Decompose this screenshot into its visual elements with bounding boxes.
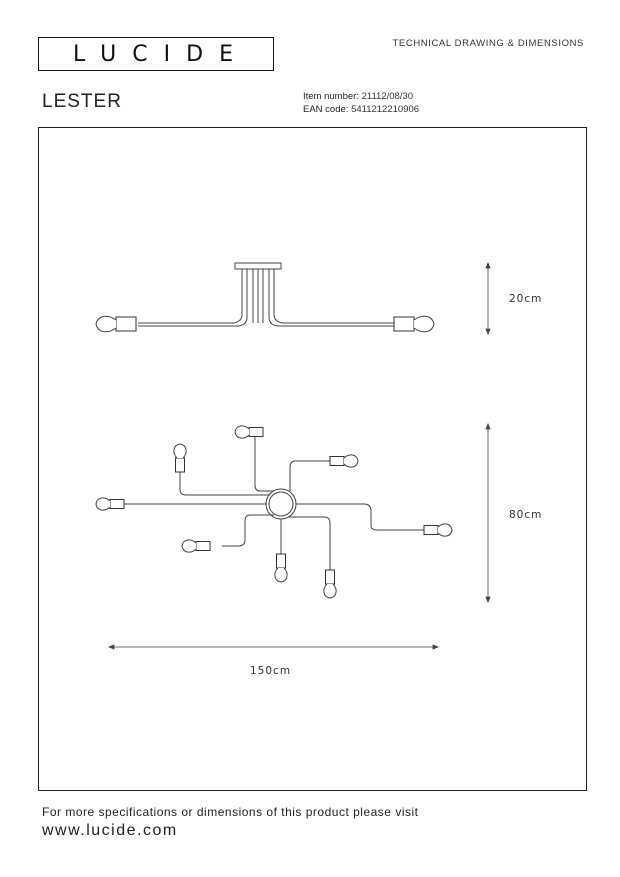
hub-inner: [268, 491, 294, 517]
ean-row: EAN code: 5411212210906: [303, 103, 419, 116]
top-bulb-southwest: [181, 539, 211, 553]
technical-drawing: 20cm 80cm 150cm: [95, 261, 542, 677]
top-bulb-north: [234, 425, 264, 439]
ean-label: EAN code:: [303, 104, 349, 115]
top-view: [95, 425, 453, 599]
top-bulb-west: [95, 497, 125, 511]
product-name: LESTER: [42, 91, 122, 112]
top-bulb-northwest: [173, 443, 187, 473]
side-arm-right-inner: [268, 269, 394, 327]
arm-east: [296, 503, 426, 531]
item-number-value: 21112/08/30: [361, 91, 414, 102]
height-dimension-label: 20cm: [509, 293, 542, 305]
website-link[interactable]: www.lucide.com: [42, 822, 178, 839]
top-bulb-east: [423, 523, 453, 537]
item-number-label: Item number:: [303, 91, 359, 102]
document-type: TECHNICAL DRAWING & DIMENSIONS: [392, 38, 584, 49]
top-bulb-south: [274, 553, 288, 583]
brand-logo-text: LUCIDE: [73, 42, 249, 67]
brand-logo: LUCIDE: [38, 37, 274, 71]
ean-value: 5411212210906: [351, 104, 420, 115]
side-bulb-right: [393, 315, 435, 333]
arm-southeast: [289, 516, 331, 570]
arm-southwest: [222, 514, 274, 547]
depth-dimension-label: 80cm: [509, 509, 542, 521]
side-arm-left-outer: [138, 269, 243, 324]
arm-northwest: [179, 470, 270, 496]
arm-northeast: [289, 460, 330, 491]
side-arm-right-outer: [273, 269, 394, 324]
item-number-row: Item number: 21112/08/30: [303, 90, 419, 103]
top-bulb-northeast: [329, 454, 359, 468]
side-arm-left-inner: [138, 269, 248, 327]
width-dimension-label: 150cm: [250, 665, 291, 677]
footer-note: For more specifications or dimensions of…: [42, 805, 419, 819]
height-dimension-line: [485, 261, 491, 336]
top-bulb-southeast: [323, 569, 337, 599]
drawing-frame: [38, 127, 587, 791]
side-bulb-left: [95, 315, 137, 333]
item-info: Item number: 21112/08/30 EAN code: 54112…: [303, 90, 419, 116]
side-view: [95, 262, 435, 333]
arm-north: [248, 431, 274, 492]
depth-dimension-line: [485, 422, 491, 604]
width-dimension-line: [107, 644, 440, 650]
ceiling-plate: [234, 262, 282, 270]
